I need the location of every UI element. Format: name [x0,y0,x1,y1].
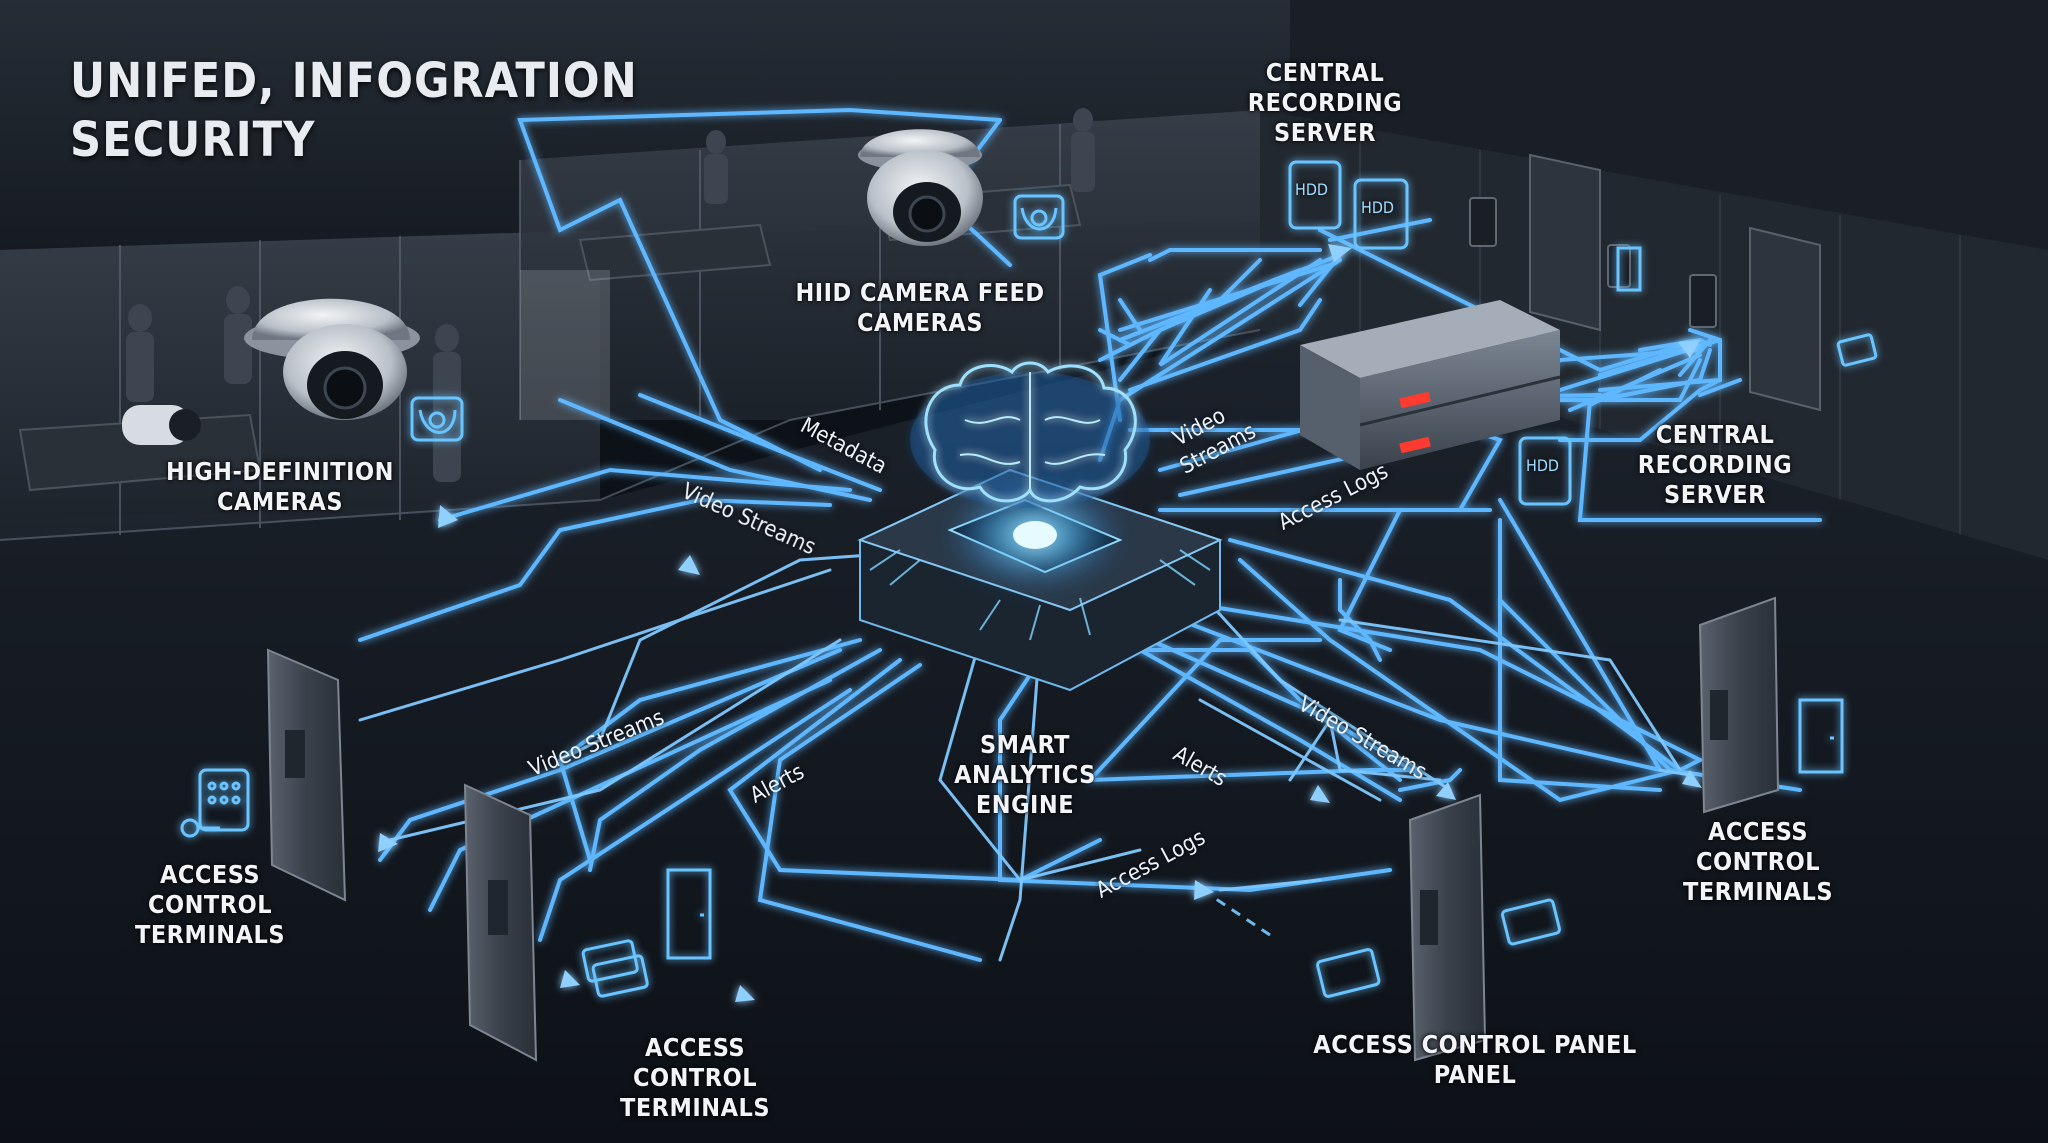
access-door-panel [1408,793,1487,1062]
access-door-left [266,648,347,902]
central-recording-server [1300,300,1561,470]
label-line: CAMERAS [216,487,344,516]
label-line: RECORDING [1637,450,1793,479]
title-line-1: UNIFED, INFOGRATION [70,53,638,109]
smart-analytics-chip [857,468,1223,692]
label-access-terminals-left: ACCESS CONTROL TERMINALS [95,860,325,950]
keypad-panel [1469,197,1497,247]
label-recording-server-top: CENTRAL RECORDING SERVER [1240,58,1410,148]
label-line: RECORDING [1247,88,1403,117]
back-door [1529,153,1601,332]
bullet-camera-left [122,405,201,445]
label-line: HIGH-DEFINITION [166,457,394,486]
label-hd-cameras: HIGH-DEFINITION CAMERAS [165,457,395,517]
label-line: CAMERAS [856,308,984,337]
door-icon [1616,246,1642,292]
label-line: ACCESS CONTROL [632,1033,758,1092]
label-access-terminals-right: ACCESS CONTROL TERMINALS [1643,817,1873,907]
title-line-2: SECURITY [70,111,316,168]
label-line: PANEL [1433,1060,1517,1089]
hdd-label: HDD [1361,198,1394,217]
label-line: ACCESS CONTROL [1695,817,1821,876]
label-smart-analytics-engine: SMART ANALYTICS ENGINE [905,730,1145,820]
hdd-icon [1353,178,1409,250]
access-door-right [1698,596,1780,814]
hd-dome-camera-back [858,129,983,246]
label-line: SERVER [1274,118,1376,147]
access-card-icon [581,939,649,998]
label-hd-camera-feed: HIID CAMERA FEED CAMERAS [790,278,1050,338]
access-door-center [463,783,538,1062]
camera-icon-left [410,396,464,442]
hdd-icon [1288,160,1342,230]
back-door [1749,226,1821,412]
keypad-panel [1689,274,1717,328]
hdd-label: HDD [1526,456,1559,475]
door-icon [666,868,712,960]
label-line: CENTRAL [1265,58,1385,87]
label-line: ACCESS CONTROL [147,860,273,919]
right-wall [1260,110,2048,560]
label-line: TERMINALS [619,1093,771,1122]
label-recording-server-right: CENTRAL RECORDING SERVER [1630,420,1800,510]
page-title: UNIFED, INFOGRATION SECURITY [70,52,638,169]
label-line: CENTRAL [1655,420,1775,449]
label-access-terminals-bottom: ACCESS CONTROL TERMINALS [580,1033,810,1123]
keypad-key-icon [180,768,250,838]
brain-hologram-icon [910,361,1150,508]
label-line: ACCESS CONTROL PANEL [1313,1030,1637,1059]
label-line: TERMINALS [134,920,286,949]
label-line: HIID CAMERA FEED [795,278,1045,307]
label-line: SMART ANALYTICS [954,730,1096,789]
label-line: SERVER [1664,480,1766,509]
hdd-icon [1518,436,1572,506]
label-line: TERMINALS [1682,877,1834,906]
hdd-label: HDD [1295,180,1328,199]
hd-dome-camera-left [244,298,420,420]
door-icon [1798,698,1844,774]
label-line: ENGINE [975,790,1075,819]
camera-icon-back [1013,194,1065,240]
access-card-icon [1316,333,1878,998]
label-access-control-panel: ACCESS CONTROL PANEL PANEL [1310,1030,1640,1090]
